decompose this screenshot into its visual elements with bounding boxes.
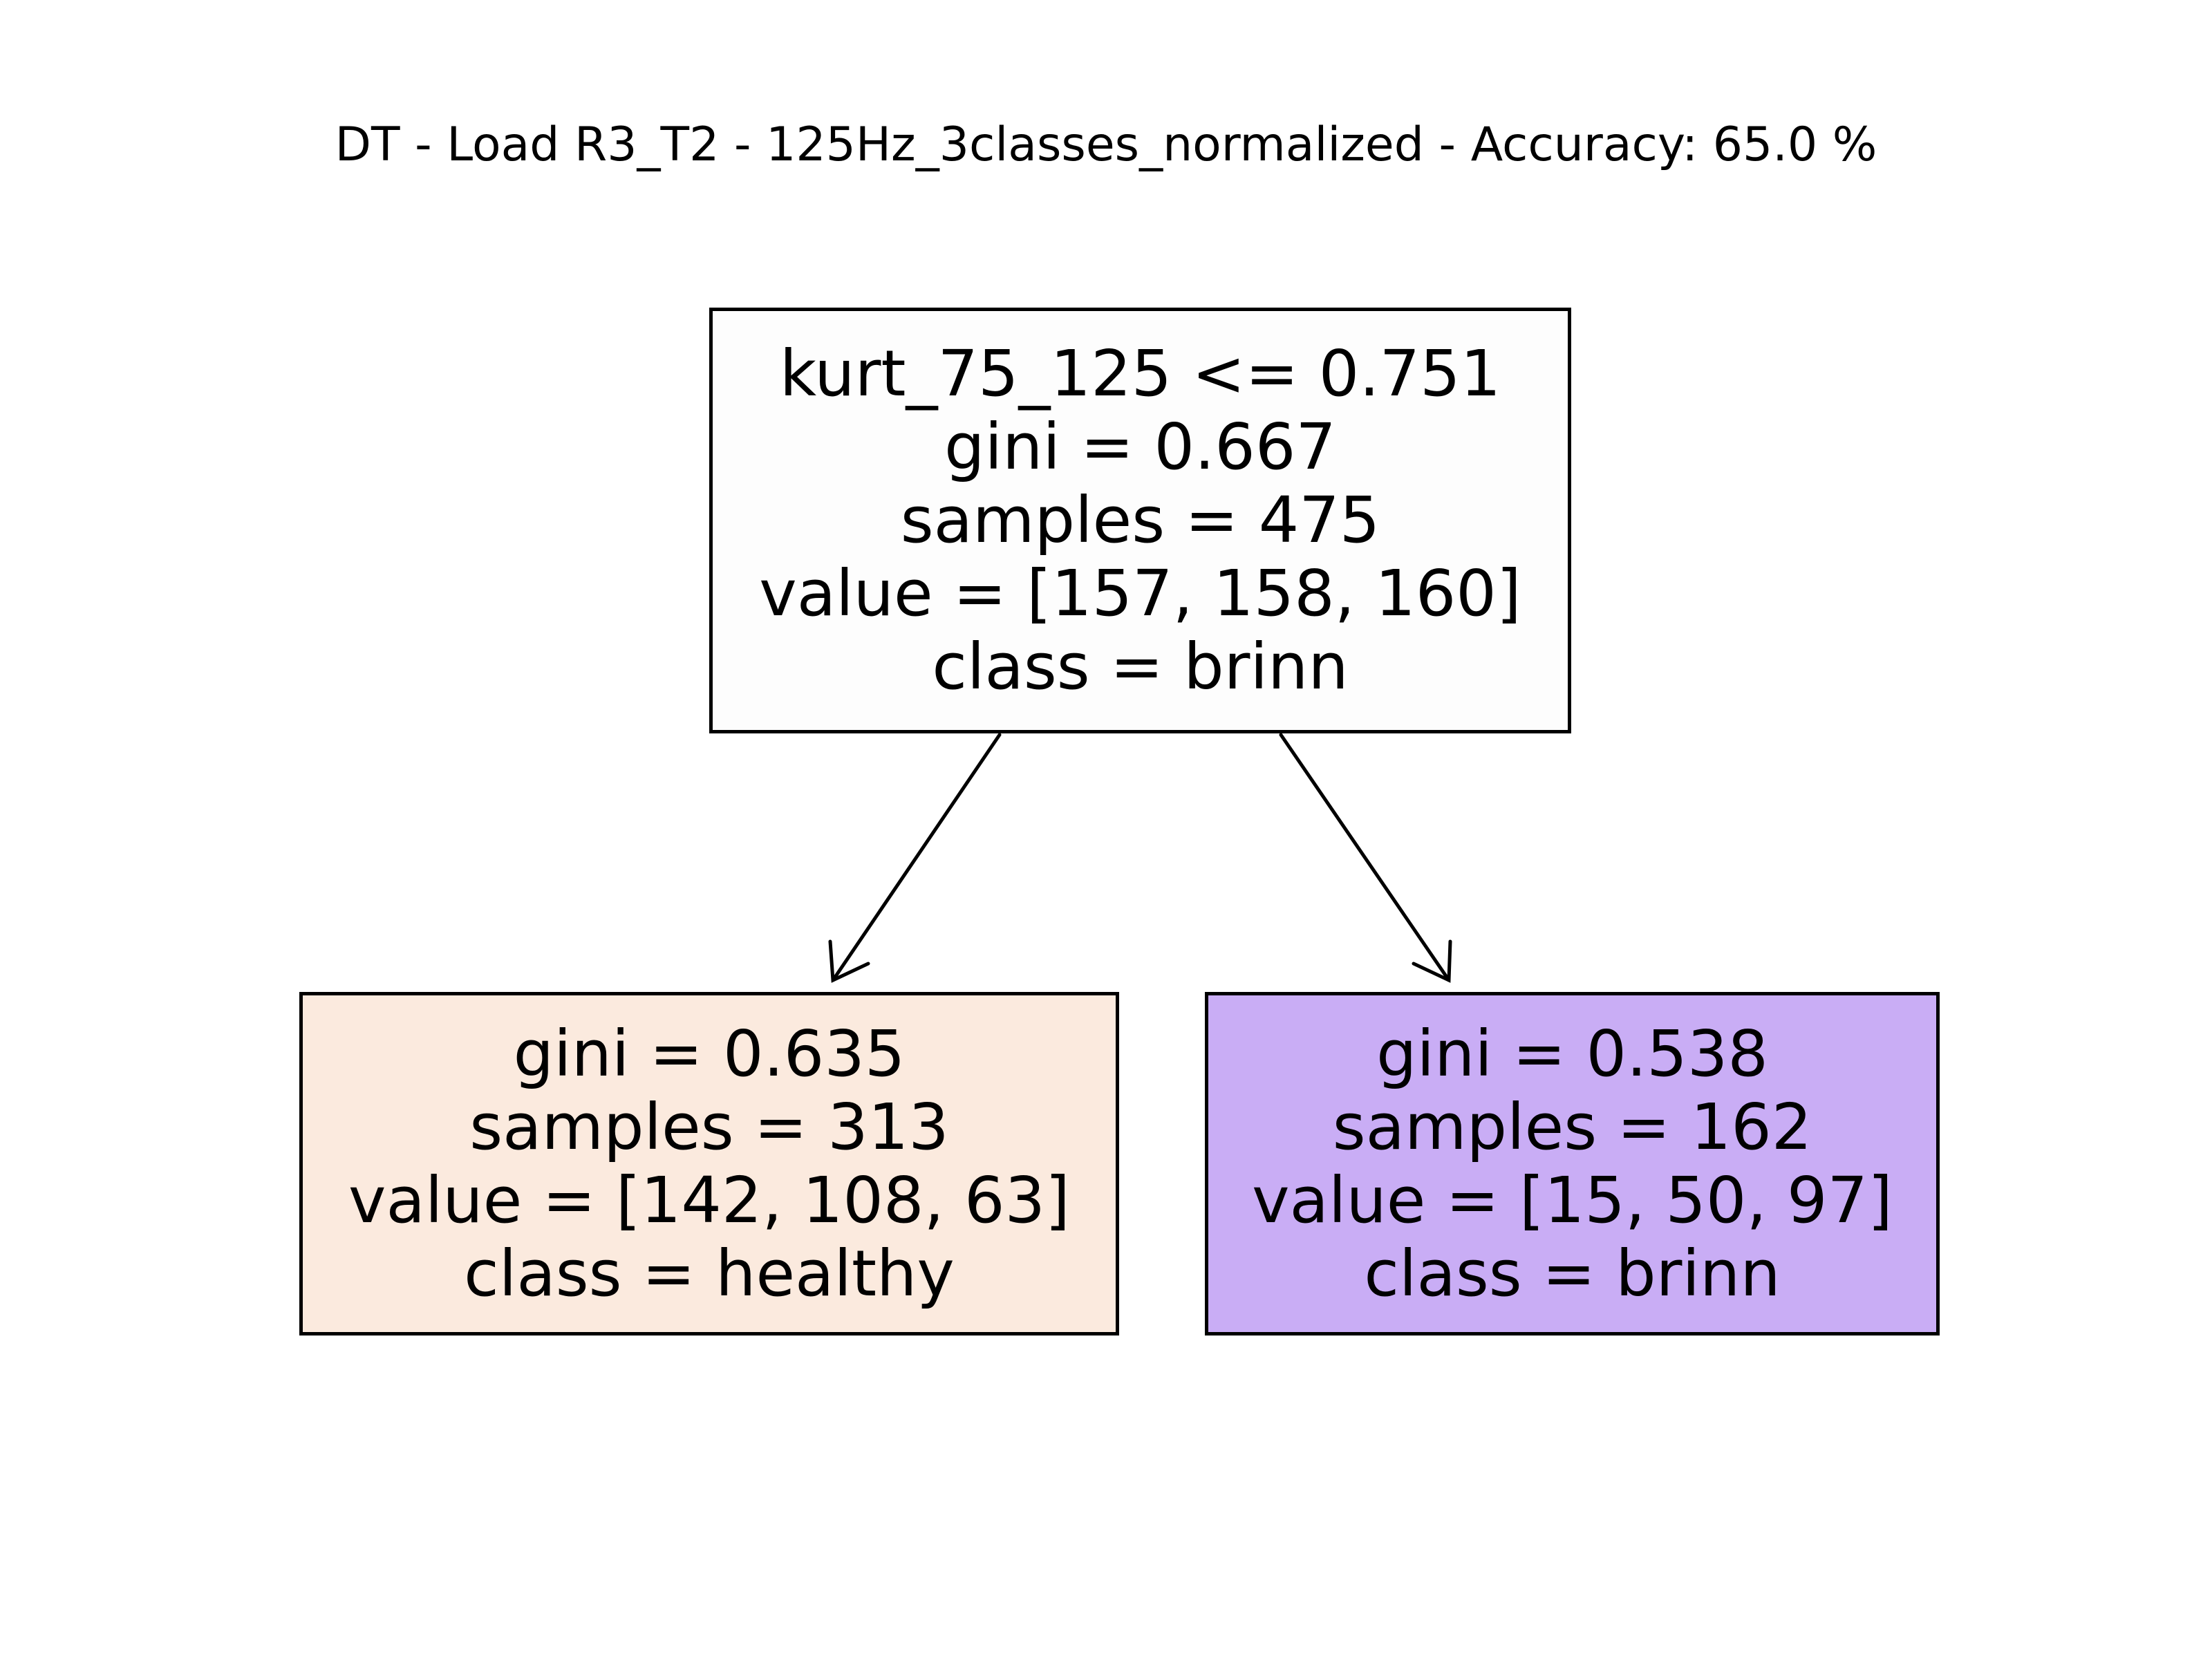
node-class: class = healthy bbox=[464, 1236, 955, 1311]
node-gini: gini = 0.667 bbox=[944, 410, 1336, 484]
node-samples: samples = 313 bbox=[469, 1089, 949, 1164]
node-value: value = [15, 50, 97] bbox=[1252, 1163, 1893, 1237]
node-value: value = [157, 158, 160] bbox=[759, 556, 1521, 630]
edge-root-to-right bbox=[1279, 733, 1452, 983]
node-class: class = brinn bbox=[1364, 1236, 1781, 1311]
tree-node-left-leaf: gini = 0.635 samples = 313 value = [142,… bbox=[299, 992, 1119, 1335]
tree-node-right-leaf: gini = 0.538 samples = 162 value = [15, … bbox=[1205, 992, 1940, 1335]
node-samples: samples = 162 bbox=[1332, 1089, 1812, 1164]
node-split-rule: kurt_75_125 <= 0.751 bbox=[779, 337, 1501, 411]
figure-title: DT - Load R3_T2 - 125Hz_3classes_normali… bbox=[335, 118, 1877, 172]
node-class: class = brinn bbox=[932, 630, 1349, 704]
tree-node-root: kurt_75_125 <= 0.751 gini = 0.667 sample… bbox=[709, 308, 1571, 733]
edge-root-to-left bbox=[828, 733, 1002, 983]
node-samples: samples = 475 bbox=[900, 483, 1380, 557]
node-gini: gini = 0.538 bbox=[1376, 1016, 1768, 1091]
node-gini: gini = 0.635 bbox=[513, 1016, 906, 1091]
node-value: value = [142, 108, 63] bbox=[348, 1163, 1070, 1237]
